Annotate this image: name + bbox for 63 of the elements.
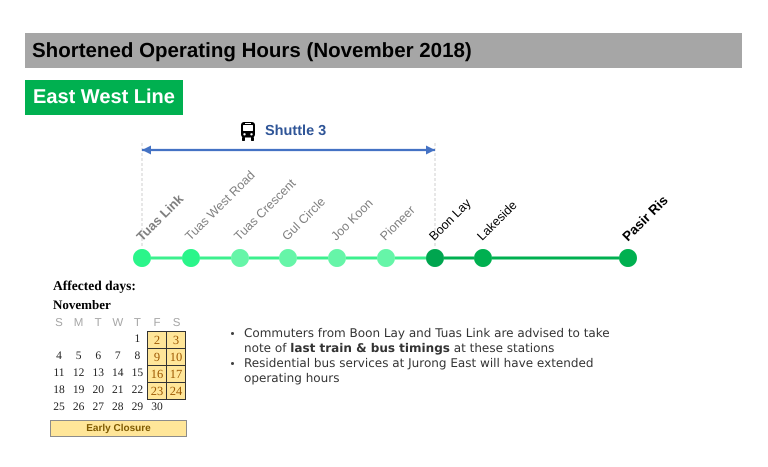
date-number: 22 bbox=[130, 383, 144, 398]
date-number: 13 bbox=[91, 366, 105, 381]
month-name: November bbox=[53, 297, 111, 313]
highlighted-date: 10 bbox=[166, 348, 186, 366]
station-dot bbox=[474, 249, 492, 267]
date-number: 1 bbox=[134, 332, 142, 347]
date-number: 25 bbox=[52, 400, 66, 415]
section-heading: Affected days: bbox=[53, 278, 136, 294]
weekday-letter: T bbox=[132, 316, 142, 331]
line-segment bbox=[200, 256, 231, 260]
date-number: 12 bbox=[72, 366, 86, 381]
shuttle-label: Shuttle 3 bbox=[265, 122, 326, 141]
date-number: 26 bbox=[72, 400, 86, 415]
station-dot bbox=[133, 249, 151, 267]
line-segment bbox=[249, 256, 279, 260]
weekday-letter: F bbox=[152, 316, 162, 331]
station-dot bbox=[231, 249, 249, 267]
date-number: 29 bbox=[130, 400, 144, 415]
station-dot bbox=[619, 249, 637, 267]
line-segment bbox=[492, 256, 619, 260]
bullet-text: Residential bus services at Jurong East will have extended operating hours bbox=[244, 356, 594, 386]
highlighted-date: 3 bbox=[166, 331, 186, 349]
weekday-letter: W bbox=[111, 316, 124, 331]
line-segment bbox=[395, 256, 426, 260]
date-number: 8 bbox=[134, 349, 142, 364]
highlighted-date: 17 bbox=[166, 365, 186, 383]
bullet-text: Commuters from Boon Lay and Tuas Link are advised to take note of last train & bus timings at these stations bbox=[244, 326, 611, 356]
station-dot bbox=[182, 249, 200, 267]
date-number: 15 bbox=[130, 366, 144, 381]
date-number: 14 bbox=[111, 366, 125, 381]
station-dot bbox=[328, 249, 346, 267]
date-number: 19 bbox=[72, 383, 86, 398]
date-number: 18 bbox=[52, 383, 66, 398]
highlighted-date: 9 bbox=[147, 348, 167, 366]
weekday-letter: S bbox=[54, 316, 64, 331]
date-number: 7 bbox=[114, 349, 122, 364]
highlighted-date: 2 bbox=[147, 331, 167, 349]
date-number: 6 bbox=[94, 349, 102, 364]
line-name: East West Line bbox=[33, 86, 176, 109]
date-number: 11 bbox=[52, 366, 66, 381]
date-number: 21 bbox=[111, 383, 125, 398]
line-banner bbox=[25, 80, 183, 115]
date-number: 30 bbox=[150, 400, 164, 415]
date-number: 27 bbox=[91, 400, 105, 415]
highlighted-date: 24 bbox=[166, 382, 186, 400]
line-segment bbox=[444, 256, 474, 260]
line-segment bbox=[151, 256, 182, 260]
date-number: 4 bbox=[55, 349, 63, 364]
line-segment bbox=[346, 256, 377, 260]
station-dot bbox=[279, 249, 297, 267]
weekday-letter: M bbox=[72, 316, 84, 331]
station-dot bbox=[377, 249, 395, 267]
legend-text: Early Closure bbox=[86, 423, 151, 434]
station-dot bbox=[426, 249, 444, 267]
highlighted-date: 16 bbox=[147, 365, 167, 383]
date-number: 5 bbox=[74, 349, 82, 364]
date-number: 20 bbox=[91, 383, 105, 398]
weekday-letter: T bbox=[94, 316, 103, 331]
line-segment bbox=[297, 256, 328, 260]
highlighted-date: 23 bbox=[147, 382, 167, 400]
date-number: 28 bbox=[111, 400, 125, 415]
weekday-letter: S bbox=[172, 316, 182, 331]
title-text: Shortened Operating Hours (November 2018) bbox=[32, 38, 472, 64]
